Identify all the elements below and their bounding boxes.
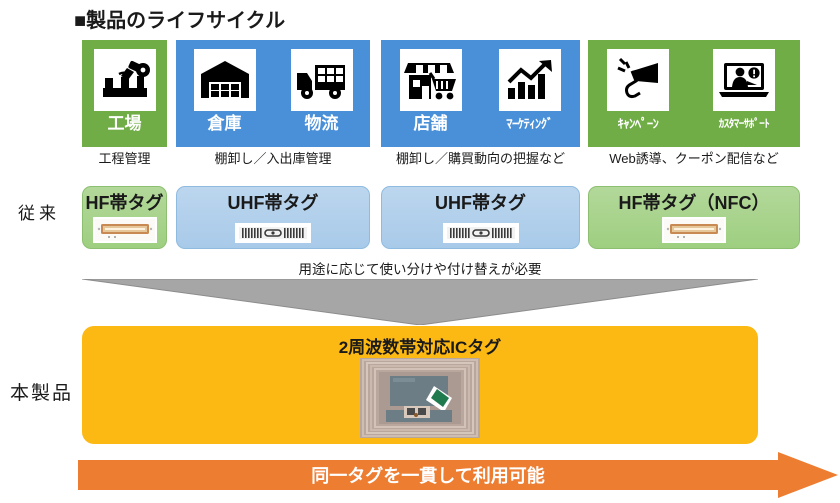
lifecycle-cell-label: 倉庫 bbox=[207, 114, 242, 133]
lifecycle-cell-factory[interactable]: 工場 bbox=[82, 40, 167, 147]
lifecycle-cell-label: 工場 bbox=[107, 114, 142, 133]
uhf-tag-photo bbox=[442, 223, 519, 243]
tag-title: HF帯タグ（NFC） bbox=[618, 193, 770, 213]
conventional-note: 用途に応じて使い分けや付け替えが必要 bbox=[298, 262, 542, 277]
tag-box-hf[interactable]: HF帯タグ bbox=[82, 186, 167, 249]
hf-tag-photo bbox=[92, 217, 157, 243]
lifecycle-cell-marketing[interactable]: ﾏｰｹﾃｨﾝｸﾞ bbox=[480, 40, 579, 147]
tag-title: UHF帯タグ bbox=[435, 193, 526, 213]
continuous-use-arrow bbox=[78, 452, 838, 498]
lifecycle-group-factory: 工場 bbox=[82, 40, 167, 147]
lifecycle-caption-warehouse-logistics: 棚卸し／入出庫管理 bbox=[214, 151, 332, 166]
row-label-conventional: 従来 bbox=[18, 204, 60, 223]
dual-band-ic-tag-photo bbox=[360, 358, 480, 438]
lifecycle-cell-label: 物流 bbox=[304, 114, 339, 133]
lifecycle-cell-label: ｷｬﾝﾍﾟｰﾝ bbox=[617, 117, 659, 131]
robot-arm-factory-icon bbox=[93, 49, 156, 111]
lifecycle-cell-label: ｶｽﾀﾏｰｻﾎﾟｰﾄ bbox=[718, 118, 770, 130]
tag-box-uhf-1[interactable]: UHF帯タグ bbox=[176, 186, 370, 249]
tag-title: UHF帯タグ bbox=[227, 193, 319, 213]
downward-transition-arrow bbox=[81, 278, 759, 326]
lifecycle-group-campaign-support: ｷｬﾝﾍﾟｰﾝ ｶｽﾀﾏｰｻﾎﾟｰﾄ bbox=[588, 40, 800, 147]
page-title: ■製品のライフサイクル bbox=[74, 10, 286, 32]
lifecycle-caption-campaign-support: Web誘導、クーポン配信など bbox=[609, 151, 779, 166]
lifecycle-cell-warehouse[interactable]: 倉庫 bbox=[176, 40, 273, 147]
lifecycle-group-warehouse-logistics: 倉庫 物流 bbox=[176, 40, 370, 147]
lifecycle-cell-logistics[interactable]: 物流 bbox=[273, 40, 370, 147]
delivery-truck-icon bbox=[290, 49, 353, 111]
lifecycle-cell-label: 店舗 bbox=[413, 114, 448, 133]
tag-box-uhf-2[interactable]: UHF帯タグ bbox=[381, 186, 580, 249]
hf-tag-photo bbox=[662, 217, 726, 243]
growth-chart-icon bbox=[498, 49, 561, 111]
lifecycle-cell-store[interactable]: 店舗 bbox=[381, 40, 480, 147]
storefront-cart-icon bbox=[399, 49, 462, 111]
lifecycle-caption-factory: 工程管理 bbox=[98, 151, 151, 166]
product-panel-title: 2周波数帯対応ICタグ bbox=[338, 338, 502, 357]
product-panel[interactable]: 2周波数帯対応ICタグ bbox=[82, 326, 758, 444]
lifecycle-cell-label: ﾏｰｹﾃｨﾝｸﾞ bbox=[506, 117, 553, 131]
tag-title: HF帯タグ bbox=[85, 193, 164, 213]
warehouse-icon bbox=[193, 49, 256, 111]
lifecycle-cell-campaign[interactable]: ｷｬﾝﾍﾟｰﾝ bbox=[588, 40, 688, 147]
tag-box-hf-nfc[interactable]: HF帯タグ（NFC） bbox=[588, 186, 800, 249]
laptop-support-icon bbox=[713, 49, 775, 111]
row-label-product: 本製品 bbox=[10, 383, 74, 404]
lifecycle-caption-store-marketing: 棚卸し／購買動向の把握など bbox=[395, 151, 565, 166]
lifecycle-cell-support[interactable]: ｶｽﾀﾏｰｻﾎﾟｰﾄ bbox=[688, 40, 800, 147]
uhf-tag-photo bbox=[235, 223, 311, 243]
lifecycle-group-store-marketing: 店舗 ﾏｰｹﾃｨﾝｸﾞ bbox=[381, 40, 580, 147]
megaphone-icon bbox=[607, 49, 669, 111]
